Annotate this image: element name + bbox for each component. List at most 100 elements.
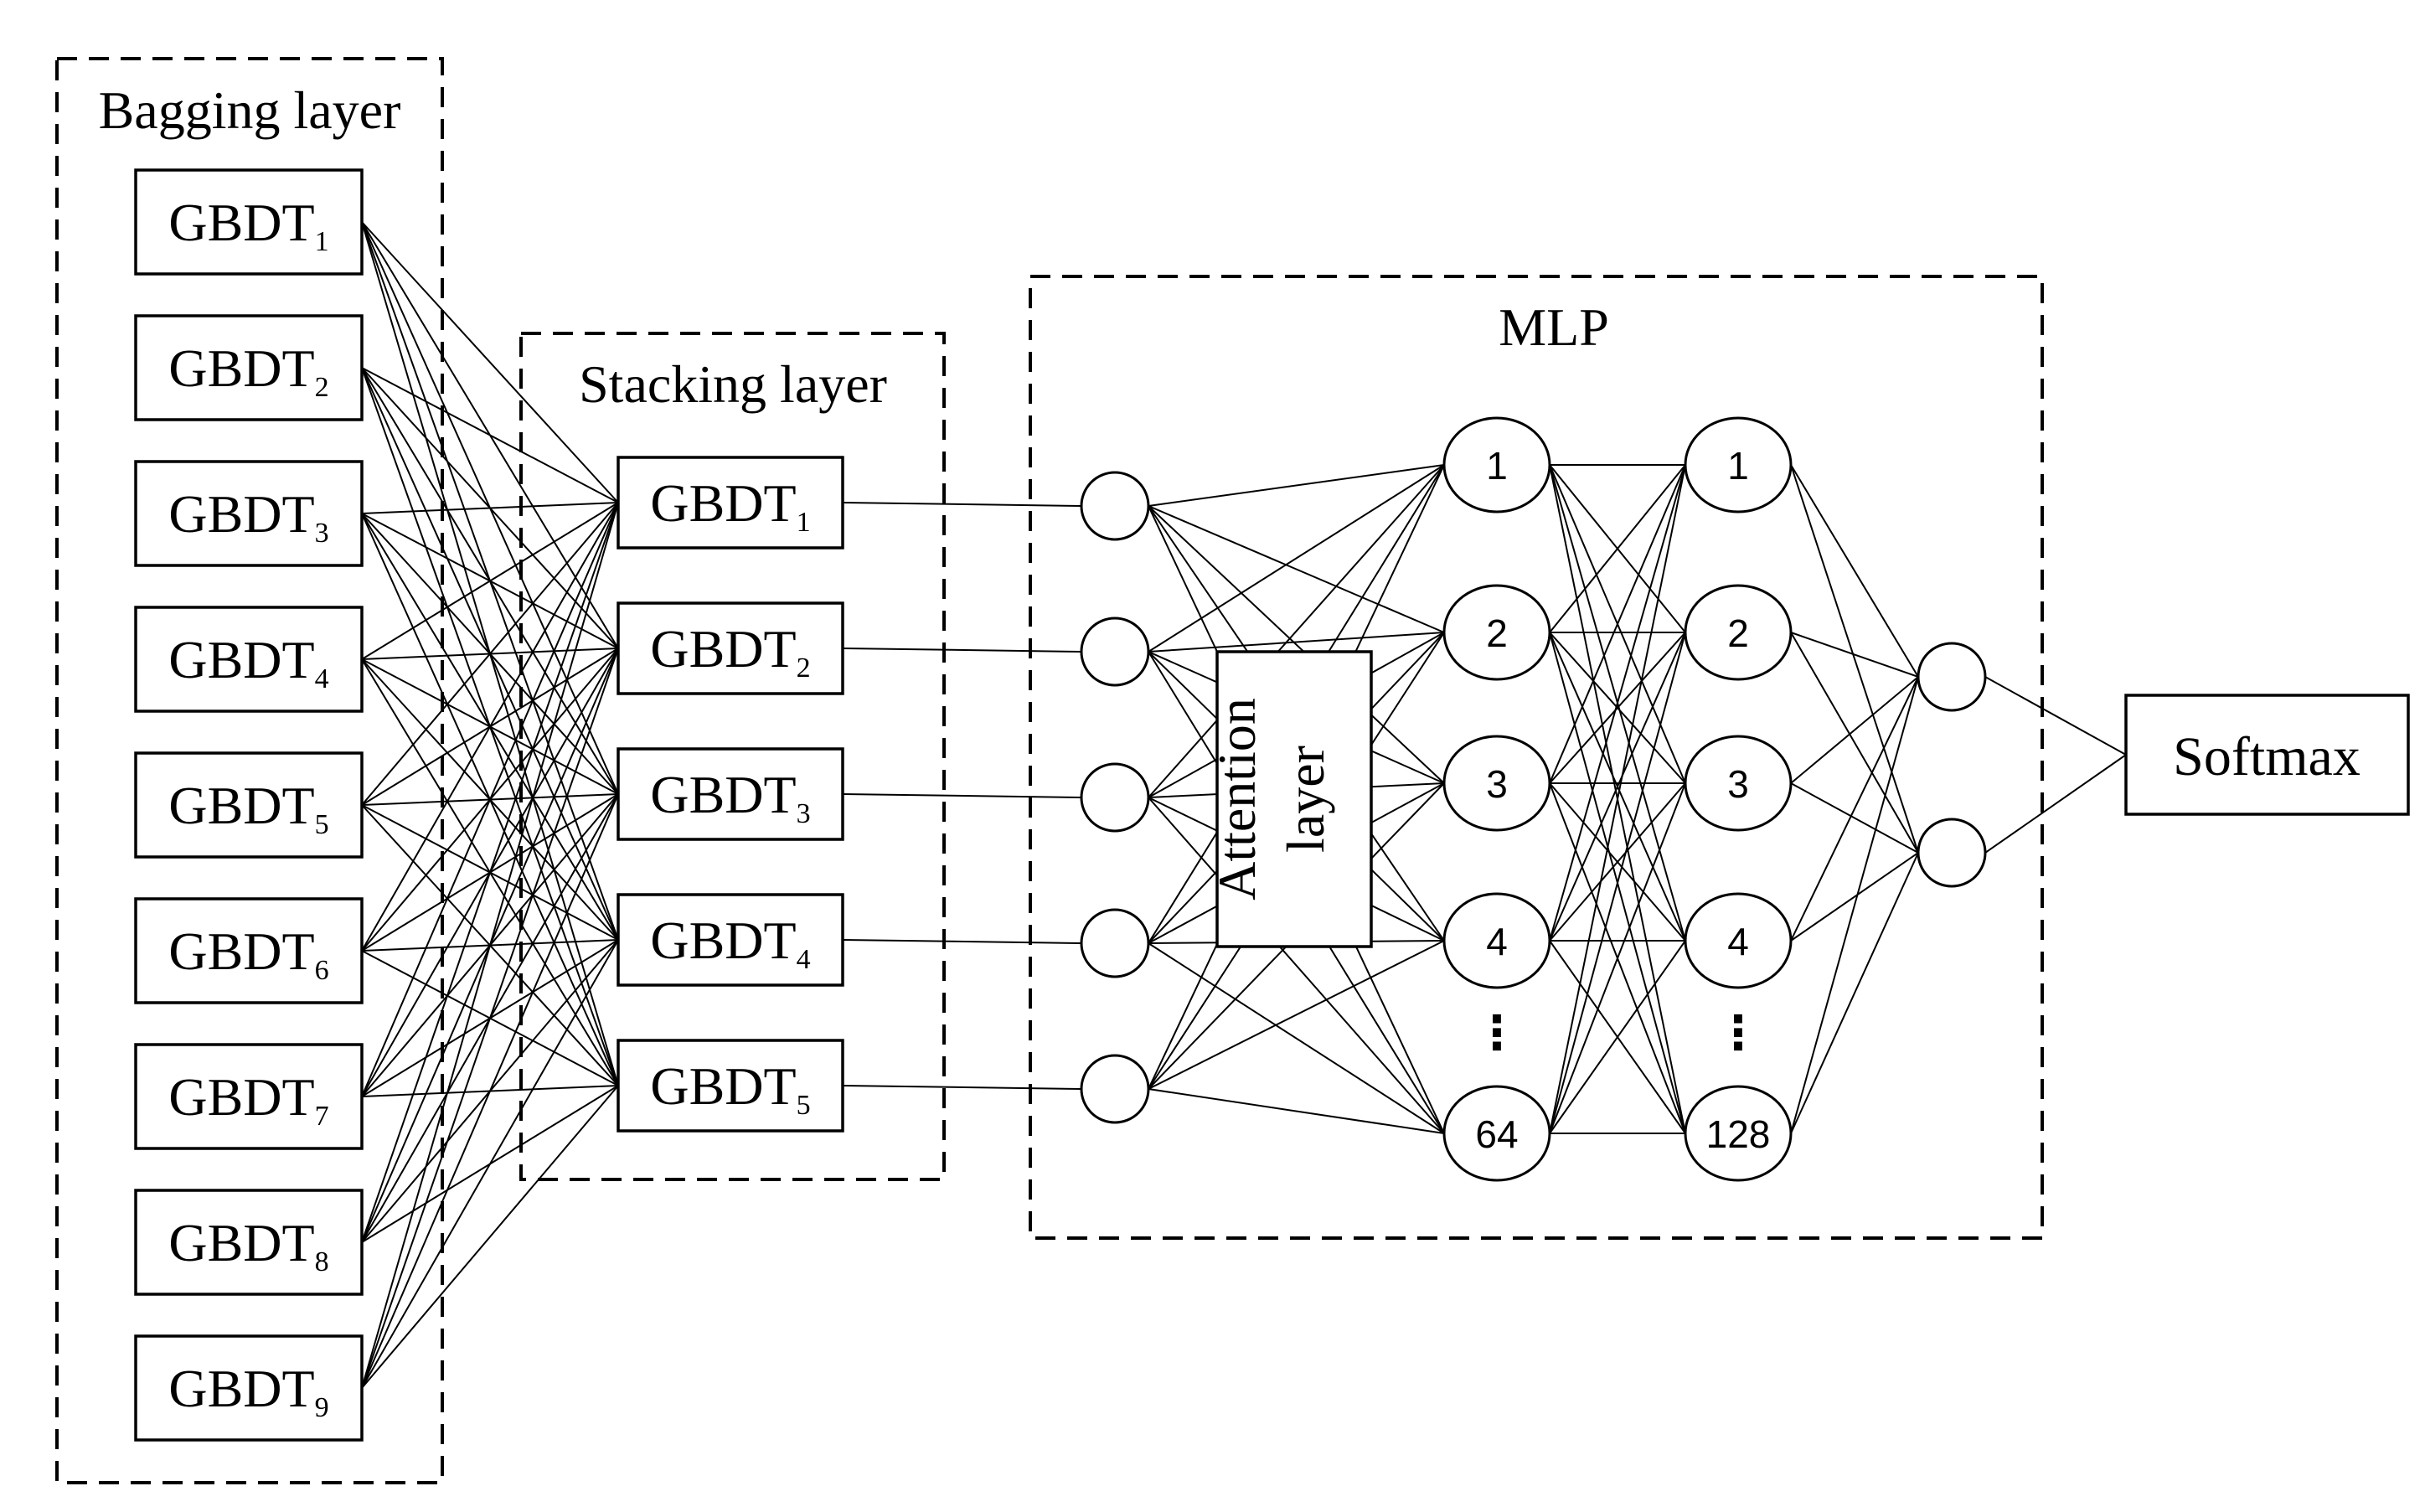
input-to-hidden1-edge — [1148, 505, 1445, 784]
hidden1-to-hidden2-edge — [1549, 464, 1686, 784]
hidden2-to-output-edge — [1790, 464, 1919, 678]
hidden-layer-1-ellipsis: ⋮ — [1473, 1006, 1520, 1059]
model-label: GBDT4 — [650, 911, 810, 975]
hidden1-node-64: 64 — [1442, 1085, 1551, 1182]
model-label: GBDT2 — [650, 619, 810, 684]
bagging-to-stacking-edge — [361, 221, 619, 503]
hidden1-to-hidden2-edge — [1549, 782, 1686, 942]
hidden2-to-output-edge — [1790, 632, 1919, 854]
hidden2-to-output-edge — [1790, 632, 1919, 678]
node-label: 3 — [1486, 762, 1508, 806]
input-node — [1080, 762, 1150, 833]
stacking-to-input-edge — [842, 793, 1082, 798]
input-to-hidden1-edge — [1148, 797, 1445, 1134]
bagging-to-stacking-edge — [361, 502, 619, 660]
mlp-input-nodes — [1080, 471, 1150, 1124]
bagging-to-stacking-edge — [361, 939, 619, 1389]
input-to-hidden1-edge — [1148, 464, 1445, 507]
hidden2-to-output-edge — [1790, 852, 1919, 1134]
node-label: 2 — [1486, 612, 1508, 655]
bagging-gbdt-6: GBDT6 — [134, 897, 364, 1004]
softmax-box — [2124, 694, 2410, 816]
hidden1-node-2: 2 — [1442, 584, 1551, 681]
bagging-gbdt-4: GBDT4 — [134, 606, 364, 713]
input-node — [1080, 908, 1150, 978]
stacking-to-input-edge — [842, 648, 1082, 653]
stacking-gbdt-4: GBDT4 — [617, 893, 844, 987]
model-label: GBDT9 — [168, 1359, 328, 1423]
model-label: GBDT1 — [650, 473, 810, 538]
model-label: GBDT3 — [650, 765, 810, 829]
attention-layer-label-line2: layer — [1276, 746, 1335, 853]
model-label: GBDT4 — [168, 630, 328, 694]
bagging-to-stacking-edge — [361, 502, 619, 514]
hidden2-node-128: 128 — [1684, 1085, 1793, 1182]
stacking-gbdt-3: GBDT3 — [617, 747, 844, 841]
output-to-softmax-edge — [1984, 754, 2127, 854]
stacking-layer-frame — [519, 332, 946, 1181]
bagging-to-stacking-edge — [361, 502, 619, 1243]
mlp-title: MLP — [1499, 297, 1609, 357]
bagging-gbdt-9: GBDT9 — [134, 1334, 364, 1442]
bagging-gbdt-5: GBDT5 — [134, 751, 364, 859]
bagging-to-stacking-edge — [361, 502, 619, 1389]
node-label: 1 — [1727, 444, 1749, 488]
output-node — [1917, 642, 1987, 712]
input-to-hidden1-edge — [1148, 940, 1445, 1090]
hidden1-node-1: 1 — [1442, 416, 1551, 513]
model-label: GBDT8 — [168, 1213, 328, 1277]
hidden1-to-hidden2-edge — [1549, 464, 1686, 633]
stacking-layer-title: Stacking layer — [579, 354, 887, 414]
stacking-to-input-edge — [842, 1085, 1082, 1090]
bagging-to-stacking-edge — [361, 502, 619, 952]
input-to-hidden1-edge — [1148, 464, 1445, 798]
hidden1-node-3: 3 — [1442, 735, 1551, 832]
hidden1-to-hidden2-edge — [1549, 464, 1686, 1134]
hidden2-to-output-edge — [1790, 782, 1919, 854]
hidden1-to-hidden2-edge — [1549, 940, 1686, 1134]
hidden1-to-hidden2-edge — [1549, 632, 1686, 784]
input-to-hidden1-edge — [1148, 1088, 1445, 1134]
hidden-layer-1: 1 2 3 4 64 — [1442, 416, 1551, 1182]
node-label: 2 — [1727, 612, 1749, 655]
input-to-hidden1-edge — [1148, 632, 1445, 653]
stacking-gbdt-1: GBDT1 — [617, 456, 844, 550]
node-label: 4 — [1486, 920, 1508, 963]
stacking-gbdt-2: GBDT2 — [617, 601, 844, 695]
bagging-to-stacking-edge — [361, 1085, 619, 1389]
hidden2-node-1: 1 — [1684, 416, 1793, 513]
mlp-output-nodes — [1917, 642, 1987, 888]
hidden2-to-output-edge — [1790, 676, 1919, 1134]
softmax-label: Softmax — [2173, 726, 2361, 787]
bagging-gbdt-2: GBDT2 — [134, 314, 364, 421]
bagging-to-stacking-edge — [361, 367, 619, 503]
node-label: 128 — [1706, 1112, 1771, 1156]
model-label: GBDT5 — [650, 1056, 810, 1121]
hidden2-to-output-edge — [1790, 464, 1919, 854]
output-node — [1917, 818, 1987, 888]
attention-layer-box — [1215, 650, 1373, 948]
node-label: 64 — [1475, 1112, 1518, 1156]
hidden2-node-2: 2 — [1684, 584, 1793, 681]
model-label: GBDT3 — [168, 484, 328, 549]
output-to-softmax-edge — [1984, 676, 2127, 756]
stacking-to-input-edge — [842, 502, 1082, 507]
node-label: 4 — [1727, 920, 1749, 963]
hidden1-to-hidden2-edge — [1549, 632, 1686, 942]
model-label: GBDT6 — [168, 921, 328, 986]
input-to-hidden1-edge — [1148, 505, 1445, 633]
bagging-models: GBDT1GBDT2GBDT3GBDT4GBDT5GBDT6GBDT7GBDT8… — [134, 168, 364, 1442]
bagging-to-stacking-edge — [361, 648, 619, 1389]
bagging-gbdt-3: GBDT3 — [134, 460, 364, 567]
bagging-gbdt-7: GBDT7 — [134, 1043, 364, 1150]
hidden-layer-2-ellipsis: ⋮ — [1715, 1006, 1762, 1059]
bagging-layer-frame — [55, 57, 444, 1484]
input-to-hidden1-edge — [1148, 942, 1445, 1134]
node-label: 1 — [1486, 444, 1508, 488]
stacking-to-input-edge — [842, 939, 1082, 944]
model-label: GBDT5 — [168, 776, 328, 840]
bagging-gbdt-8: GBDT8 — [134, 1189, 364, 1296]
